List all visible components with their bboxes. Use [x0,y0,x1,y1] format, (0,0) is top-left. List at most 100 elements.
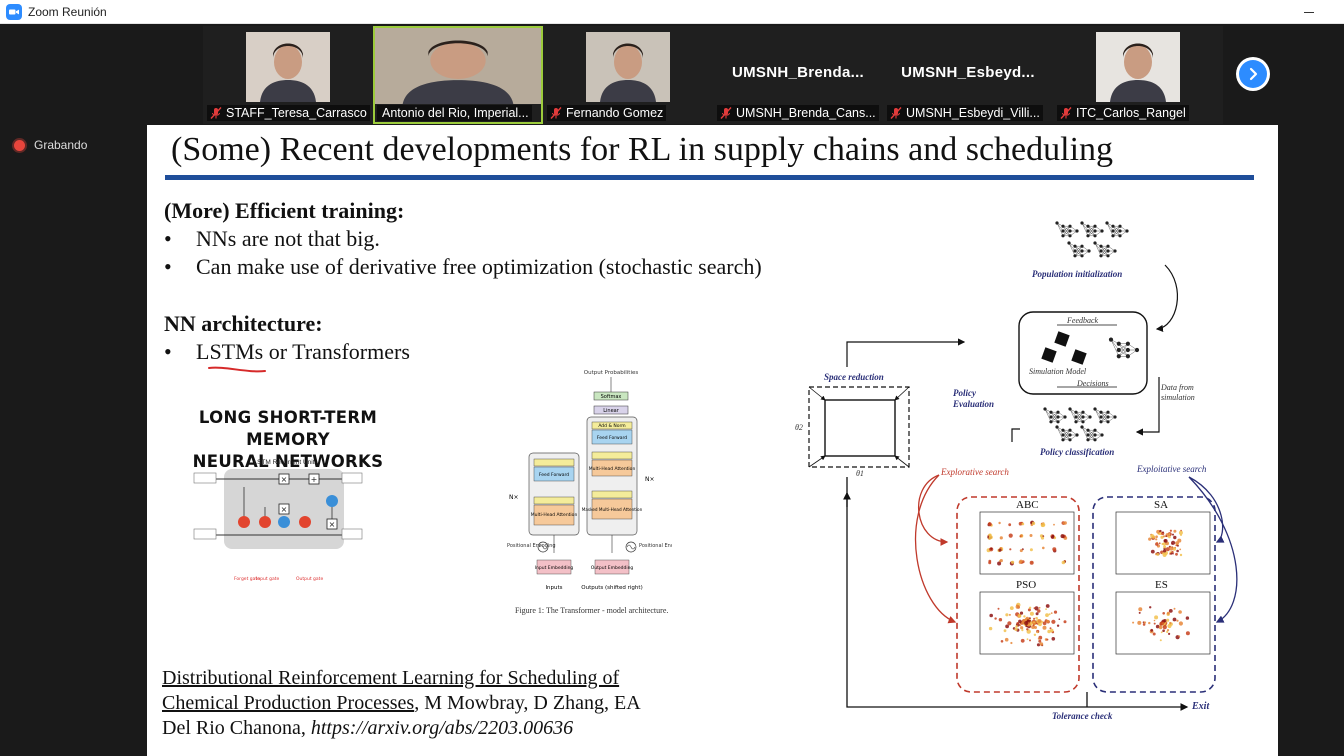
annotation-underline [208,366,266,373]
lstm-unit-diagram: LSTM Recurrent Unit × + × × [193,459,363,582]
reference-title-line1: Distributional Reinforcement Learning fo… [162,667,620,689]
participant-label: Antonio del Rio, Imperial... [377,105,532,121]
participant-label: ITC_Carlos_Rangel [1057,105,1189,121]
participant-video [246,32,330,102]
mic-muted-icon [210,107,222,119]
exploitative-search-label: Exploitative search [1137,464,1207,474]
lstm-unit-title: LSTM Recurrent Unit [253,459,314,466]
transformer-figure: Output Probabilities Softmax Linear Add … [497,365,688,615]
panel-title-abc: ABC [1016,499,1039,511]
paper-reference: Distributional Reinforcement Learning fo… [162,666,722,741]
participant-label: UMSNH_Esbeydi_Villi... [887,105,1043,121]
positional-encoding-label: Positional Encoding [639,543,672,549]
lstm-heading-line2: NEURAL NETWORKS [192,452,384,471]
output-embedding-label: Output Embedding [591,565,634,571]
policy-evaluation-label: Policy Evaluation [953,388,995,409]
gate-label: Output gate [296,576,323,582]
title-bar: Zoom Reunión [0,0,1344,24]
title-rule [165,175,1254,180]
reference-authors-cont: Del Rio Chanona, [162,717,311,739]
chevron-right-icon [1239,60,1267,88]
policy-classification-label: Policy classification [1040,447,1115,457]
mic-muted-icon [550,107,562,119]
participant-name: Fernando Gomez [566,106,664,120]
next-participants-button[interactable] [1236,57,1270,91]
positional-encoding-label: Positional Encoding [507,543,556,549]
svg-text:×: × [281,475,288,484]
panel-title-es: ES [1155,579,1168,591]
feedback-label: Feedback [1067,316,1099,325]
output-probabilities-label: Output Probabilities [584,370,639,376]
masked-multi-head-label: Masked Multi-Head Attention [582,507,643,512]
participant-tile[interactable]: ITC_Carlos_Rangel [1053,26,1223,124]
feed-forward-label: Feed Forward [597,435,627,441]
theta2-label: θ2 [795,423,803,432]
nx-label: N× [509,494,519,501]
participant-tile[interactable]: Fernando Gomez [543,26,713,124]
gate-label: Input gate [256,576,279,582]
transformer-architecture-diagram: Output Probabilities Softmax Linear Add … [507,370,688,591]
bullet-text: LSTMs or Transformers [196,339,410,364]
explorative-search-label: Explorative search [941,467,1009,477]
decisions-label: Decisions [1077,379,1109,388]
participant-tile[interactable]: UMSNH_Esbeyd... UMSNH_Esbeydi_Villi... [883,26,1053,124]
data-from-simulation-label: Data from simulation [1161,383,1195,402]
panel-title-sa: SA [1154,499,1169,511]
participant-name: UMSNH_Esbeydi_Villi... [906,106,1040,120]
softmax-label: Softmax [601,394,622,400]
lstm-heading-line1: LONG SHORT-TERM MEMORY [198,408,378,449]
nx-label: N× [645,476,655,483]
window-title: Zoom Reunión [28,4,107,19]
participant-tile[interactable]: STAFF_Teresa_Carrasco [203,26,373,124]
exit-label: Exit [1192,701,1210,712]
participant-name: STAFF_Teresa_Carrasco [226,106,367,120]
bullet-item: •NNs are not that big. [164,226,380,251]
simulation-model-label: Simulation Model [1029,367,1087,376]
reference-title-line2: Chemical Production Processes [162,692,415,714]
svg-text:+: + [311,475,318,484]
participant-tile[interactable]: Antonio del Rio, Imperial... [373,26,543,124]
gate-label: Forget gate [234,576,260,582]
minimize-icon [1304,11,1314,13]
participant-name: UMSNH_Brenda_Cans... [736,106,876,120]
inputs-label: Inputs [545,585,562,591]
rl-scheduling-diagram: Population initialization Feedback Simul… [787,217,1247,727]
mic-muted-icon [890,107,902,119]
participant-label: STAFF_Teresa_Carrasco [207,105,370,121]
reference-authors: , M Mowbray, D Zhang, EA [414,692,641,714]
svg-text:×: × [329,520,336,529]
participant-video [586,32,670,102]
bullet-text: Can make use of derivative free optimiza… [196,254,762,279]
mic-muted-icon [720,107,732,119]
participant-name: ITC_Carlos_Rangel [1076,106,1186,120]
input-embedding-label: Input Embedding [535,565,574,571]
outputs-label: Outputs (shifted right) [581,585,642,591]
theta1-label: θ1 [856,469,864,478]
participant-tile[interactable]: UMSNH_Brenda... UMSNH_Brenda_Cans... [713,26,883,124]
lstm-figure: LONG SHORT-TERM MEMORY NEURAL NETWORKS L… [172,407,404,587]
shared-screen-slide: (Some) Recent developments for RL in sup… [147,125,1278,756]
participant-name: Antonio del Rio, Imperial... [382,106,529,120]
svg-text:×: × [281,505,288,514]
transformer-caption: Figure 1: The Transformer - model archit… [515,606,669,615]
multi-head-label: Multi-Head Attention [531,512,578,518]
reference-url[interactable]: https://arxiv.org/abs/2203.00636 [310,717,574,739]
space-reduction-label: Space reduction [824,372,884,382]
linear-label: Linear [603,408,619,414]
bullet-item: •Can make use of derivative free optimiz… [164,254,762,279]
participant-label: Fernando Gomez [547,105,667,121]
participant-name-display: UMSNH_Esbeyd... [901,64,1035,81]
minimize-button[interactable] [1300,3,1318,21]
participant-name-display: UMSNH_Brenda... [731,64,865,81]
rl-diagram-graphic [808,221,1238,711]
panel-title-pso: PSO [1016,579,1037,591]
lstm-figure-heading: LONG SHORT-TERM MEMORY NEURAL NETWORKS [172,407,404,473]
participant-strip: STAFF_Teresa_Carrasco Antonio del Rio, Im… [203,26,1223,124]
bullet-text: NNs are not that big. [196,226,380,251]
recording-indicator[interactable]: Grabando [14,138,87,152]
participant-video [1096,32,1180,102]
bullet-item: •LSTMs or Transformers [164,339,410,364]
multi-head-label: Multi-Head Attention [589,466,636,472]
recording-dot-icon [14,139,25,151]
